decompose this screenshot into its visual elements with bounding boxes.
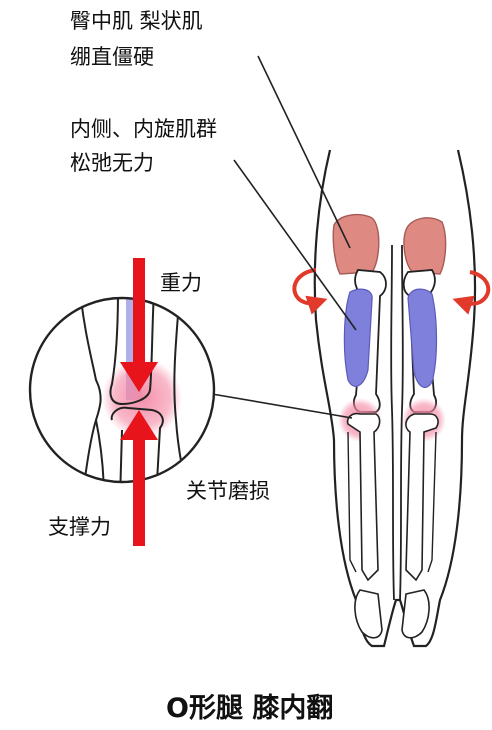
label-glute-muscles: 臀中肌 梨状肌: [70, 9, 203, 33]
rotation-arrow-right: [452, 270, 491, 315]
pointer-line-knee: [211, 393, 353, 419]
tibia-right: [405, 413, 439, 582]
pointer-line-inner: [233, 159, 357, 331]
label-inner-state: 松弛无力: [70, 151, 154, 175]
label-support-force: 支撑力: [48, 515, 111, 539]
pointer-line-glute: [257, 55, 351, 249]
legs-figure: [292, 149, 491, 648]
glute-muscle-right: [403, 217, 447, 275]
foot-left: [354, 589, 383, 639]
label-glute-state: 绷直僵硬: [70, 45, 154, 69]
label-gravity: 重力: [160, 271, 202, 295]
label-inner-muscles: 内侧、内旋肌群: [70, 117, 217, 141]
gravity-arrow: [120, 258, 158, 392]
glute-muscle-left: [332, 213, 380, 275]
inner-muscle-left: [343, 288, 373, 387]
knee-magnifier: [28, 296, 216, 484]
rotation-arrow-left: [292, 268, 328, 315]
support-arrow: [120, 410, 158, 546]
legs-outline: [313, 149, 477, 648]
foot-right: [401, 589, 430, 639]
label-joint-wear: 关节磨损: [186, 479, 270, 503]
inner-muscle-right: [407, 288, 438, 389]
diagram-title: O形腿 膝内翻: [166, 693, 334, 724]
